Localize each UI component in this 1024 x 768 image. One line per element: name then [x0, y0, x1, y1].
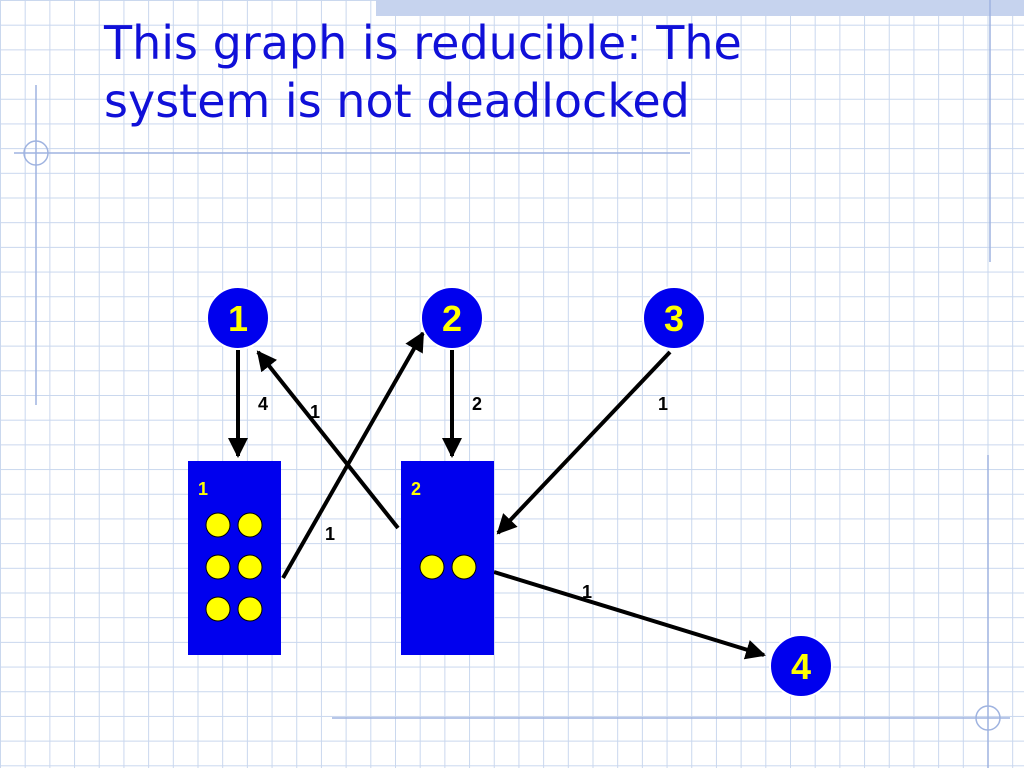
resource-r1-unit-token: [205, 596, 231, 622]
edge-label-p3-r2: 1: [658, 394, 668, 414]
process-p1-label: 1: [228, 298, 248, 339]
edge-r1-p2: [281, 331, 425, 579]
header-band: [376, 0, 1024, 16]
resource-r1-unit-token: [237, 512, 263, 538]
process-p3-label: 3: [664, 298, 684, 339]
process-p3: 3: [642, 286, 706, 350]
resource-r2-unit-token: [419, 554, 445, 580]
decorative-guides: [14, 0, 1010, 768]
slide-title: This graph is reducible: The system is n…: [104, 16, 742, 128]
edge-label-p2-r2: 2: [472, 394, 482, 414]
resource-r2-tokens: [419, 554, 477, 580]
edges-layer: 4 1 2 1 1 1: [228, 331, 766, 660]
edge-label-r2-p4: 1: [582, 582, 592, 602]
resource-r1-label: 1: [198, 479, 208, 499]
edge-r2-p4: [493, 570, 766, 660]
process-p4-label: 4: [791, 646, 811, 687]
resource-r2: 2: [401, 461, 494, 655]
process-p1: 1: [206, 286, 270, 350]
resource-r1: 1: [188, 461, 281, 655]
resource-r2-label: 2: [411, 479, 421, 499]
resource-r1-tokens: [205, 512, 263, 622]
edge-label-r2-p1: 1: [310, 402, 320, 422]
edge-label-p1-r1: 4: [258, 394, 268, 414]
edge-p3-r2: [496, 350, 672, 535]
resource-r1-unit-token: [205, 554, 231, 580]
resource-r1-unit-token: [237, 554, 263, 580]
process-p4: 4: [769, 634, 833, 698]
resource-r1-unit-token: [237, 596, 263, 622]
process-p2-label: 2: [442, 298, 462, 339]
edge-r2-p1: [256, 350, 400, 530]
resource-r2-unit-token: [451, 554, 477, 580]
resource-r1-unit-token: [205, 512, 231, 538]
process-p2: 2: [420, 286, 484, 350]
edge-label-r1-p2: 1: [325, 524, 335, 544]
